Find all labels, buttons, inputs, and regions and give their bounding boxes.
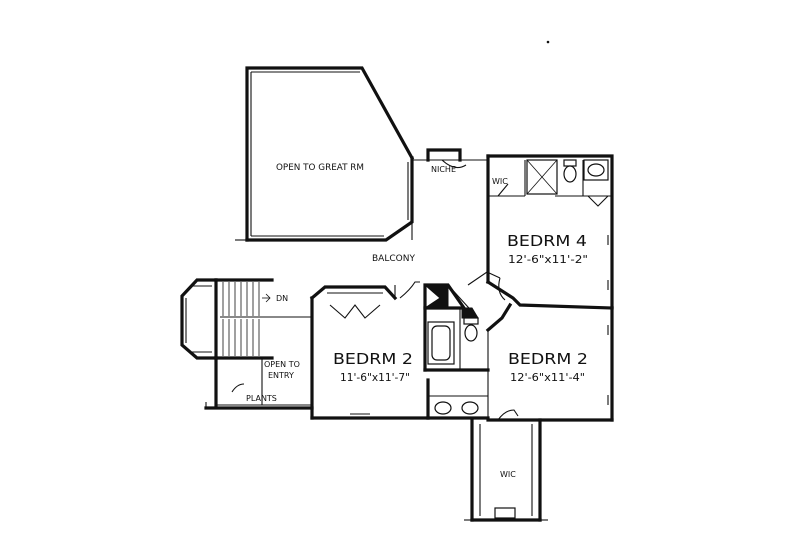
label-bedroom-2-right: BEDRM 2 (508, 350, 588, 368)
label-bedroom-2-left: BEDRM 2 (333, 350, 413, 368)
balcony-walls (411, 222, 506, 301)
stair-tower (180, 278, 312, 360)
label-wic-bottom: WIC (500, 470, 516, 479)
open-to-great-room-outline (235, 66, 415, 242)
label-open-to-entry-line2: ENTRY (268, 371, 294, 380)
label-bedroom-4: BEDRM 4 (507, 232, 587, 250)
label-balcony: BALCONY (372, 254, 415, 264)
toilet-center (463, 317, 479, 342)
bedroom-2-left-walls (309, 281, 430, 420)
label-niche: NICHE (431, 165, 456, 174)
label-stair-down: DN (276, 294, 288, 303)
center-bath (423, 306, 490, 372)
niche (412, 148, 488, 169)
speck-mark (546, 40, 550, 44)
label-plants: PLANTS (246, 394, 277, 403)
bedroom-4-walls (485, 154, 614, 310)
lower-wic (464, 418, 548, 522)
bedroom-2-right-walls (485, 302, 614, 422)
stair-treads (222, 282, 271, 356)
entry-void (204, 356, 314, 410)
label-open-to-entry-line1: OPEN TO (264, 360, 300, 369)
bathtub (427, 321, 455, 365)
toilet-top (563, 159, 577, 183)
label-wic-top: WIC (492, 177, 508, 186)
sink-top (583, 159, 609, 181)
label-linen: L (449, 293, 454, 302)
label-bedroom-2-left-size: 11'-6"x11'-7" (340, 372, 410, 384)
label-open-to-great-room: OPEN TO GREAT RM (276, 163, 364, 173)
label-bedroom-4-size: 12'-6"x11'-2" (508, 254, 588, 266)
label-bedroom-2-right-size: 12'-6"x11'-4" (510, 372, 585, 384)
double-vanity (426, 378, 490, 420)
shower (526, 159, 558, 195)
